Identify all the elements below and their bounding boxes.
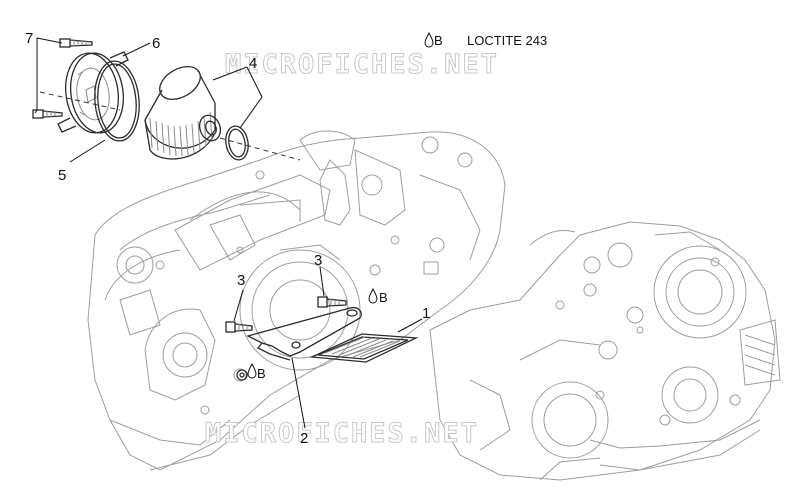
callout-3-right: 3 xyxy=(314,252,322,269)
watermark-top: MICROFICHES.NET xyxy=(225,49,499,80)
cover-o-ring-inner xyxy=(97,63,137,139)
loctite-marker-right: B xyxy=(368,287,388,305)
plate-screw-left xyxy=(225,321,253,333)
callout-6: 6 xyxy=(152,35,160,52)
callout-3-left: 3 xyxy=(237,272,245,289)
callout-7: 7 xyxy=(25,30,33,47)
callout-5: 5 xyxy=(58,167,66,184)
crankcase-left-half xyxy=(87,130,506,471)
legend-symbol: B xyxy=(434,33,443,48)
drain-washer xyxy=(236,369,248,381)
crankcase-right-half xyxy=(429,221,781,481)
loctite-drop-icon xyxy=(424,31,434,48)
assembly-axis-line xyxy=(39,91,301,161)
watermark-bottom: MICROFICHES.NET xyxy=(205,418,479,449)
oil-screen-filter xyxy=(309,333,419,363)
cover-o-ring xyxy=(94,60,140,142)
cover-screw-top xyxy=(59,38,93,48)
loctite-marker-left: B xyxy=(247,362,266,381)
cover-screw-bottom xyxy=(32,109,63,119)
legend: B LOCTITE 243 xyxy=(424,31,547,48)
callout-2: 2 xyxy=(300,430,308,447)
filter-seal-ring xyxy=(225,125,249,161)
callout-1: 1 xyxy=(422,305,430,322)
plate-screw-right xyxy=(317,296,347,308)
leader-lines xyxy=(34,37,423,429)
loctite-letter: B xyxy=(379,290,388,305)
filter-seal-ring-inner xyxy=(228,128,246,158)
loctite-letter: B xyxy=(257,366,266,381)
loctite-drop-icon xyxy=(368,287,378,304)
callout-4: 4 xyxy=(249,55,257,72)
retaining-plate xyxy=(246,306,362,361)
oil-filter-cartridge xyxy=(144,65,222,160)
loctite-drop-icon xyxy=(247,362,257,379)
filter-cover xyxy=(57,51,129,134)
legend-text: LOCTITE 243 xyxy=(467,33,547,48)
